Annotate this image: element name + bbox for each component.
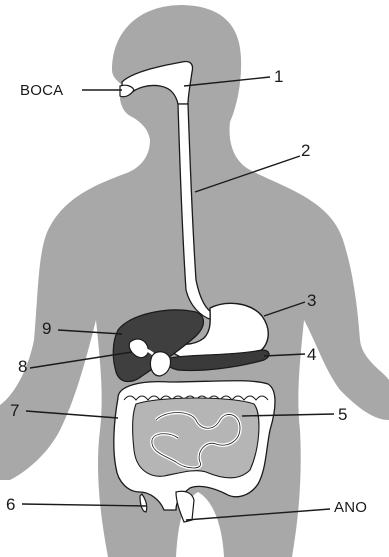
label-3: 3 bbox=[307, 291, 316, 310]
label-9: 9 bbox=[42, 319, 51, 338]
label-6: 6 bbox=[6, 495, 15, 514]
label-boca: BOCA bbox=[20, 82, 63, 99]
label-1: 1 bbox=[274, 67, 283, 86]
label-2: 2 bbox=[301, 141, 310, 160]
label-8: 8 bbox=[18, 357, 27, 376]
label-ano: ANO bbox=[334, 499, 367, 516]
label-7: 7 bbox=[10, 401, 19, 420]
label-4: 4 bbox=[307, 345, 316, 364]
label-5: 5 bbox=[338, 405, 347, 424]
